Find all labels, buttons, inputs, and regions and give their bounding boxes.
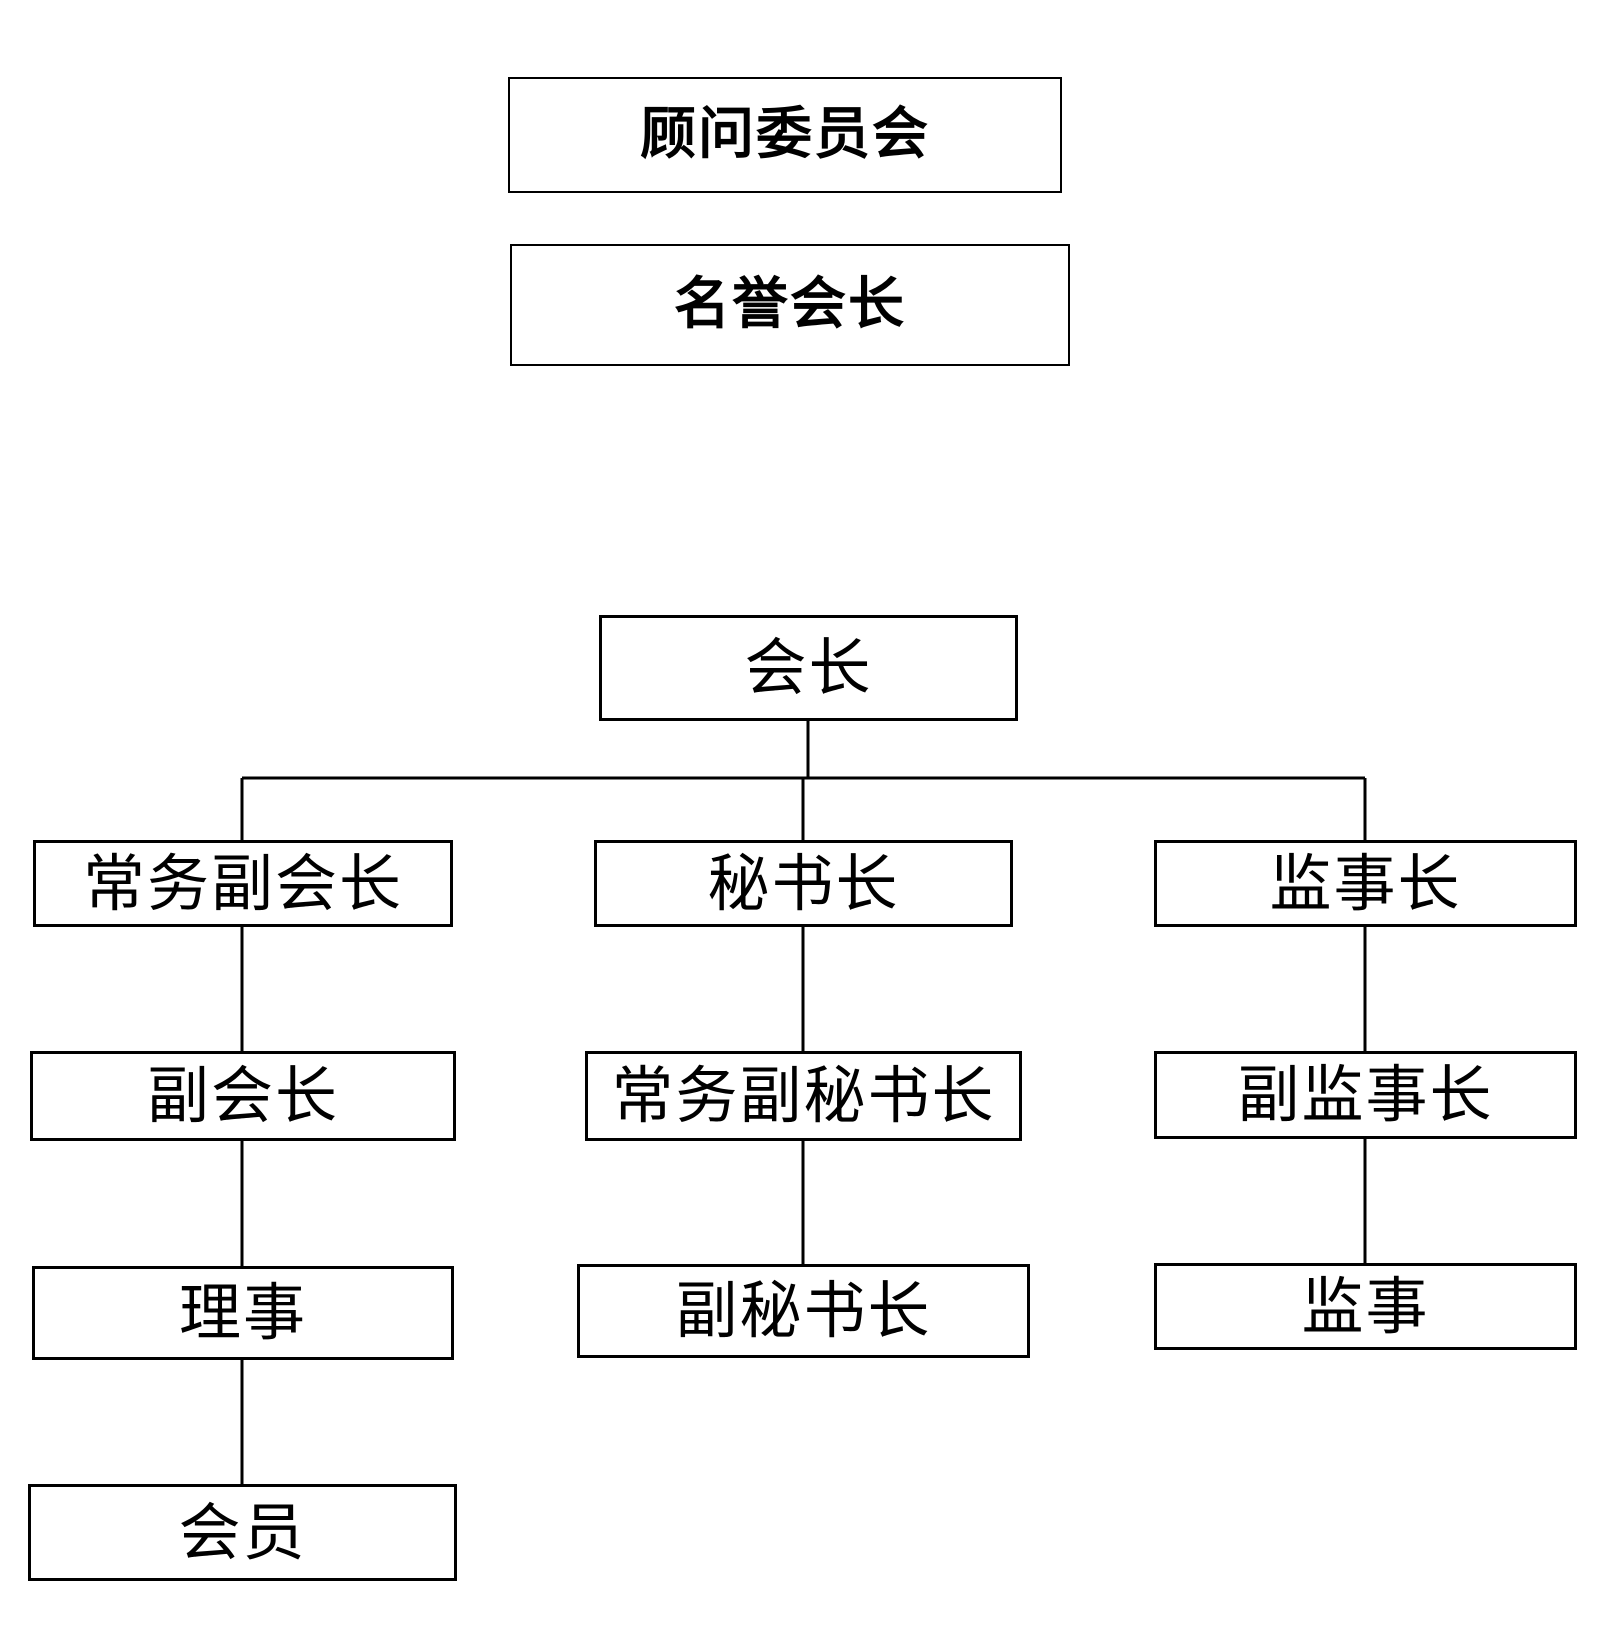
supervisor-label: 监事 [1301, 1269, 1430, 1343]
secretary-general-label: 秘书长 [707, 846, 900, 920]
deputy-secretary-general-box: 副秘书长 [577, 1264, 1030, 1358]
deputy-secretary-general-label: 副秘书长 [675, 1274, 932, 1347]
member-box: 会员 [28, 1484, 457, 1581]
director-label: 理事 [178, 1276, 307, 1349]
director-box: 理事 [32, 1266, 454, 1360]
executive-vice-president-label: 常务副会长 [82, 846, 403, 920]
executive-deputy-secretary-general-box: 常务副秘书长 [585, 1051, 1022, 1141]
president-label: 会长 [744, 631, 873, 704]
chief-supervisor-label: 监事长 [1269, 846, 1462, 920]
advisory-committee-box: 顾问委员会 [508, 77, 1062, 193]
member-label: 会员 [178, 1495, 307, 1569]
executive-vice-president-box: 常务副会长 [33, 840, 453, 927]
secretary-general-box: 秘书长 [594, 840, 1013, 927]
executive-deputy-secretary-general-label: 常务副秘书长 [611, 1059, 996, 1132]
advisory-committee-label: 顾问委员会 [640, 102, 930, 167]
supervisor-box: 监事 [1154, 1263, 1577, 1350]
president-box: 会长 [599, 615, 1018, 721]
vice-president-label: 副会长 [146, 1059, 339, 1132]
chief-supervisor-box: 监事长 [1154, 840, 1577, 927]
honorary-president-label: 名誉会长 [674, 272, 906, 337]
vice-president-box: 副会长 [30, 1051, 456, 1141]
deputy-chief-supervisor-box: 副监事长 [1154, 1051, 1577, 1139]
honorary-president-box: 名誉会长 [510, 244, 1070, 366]
deputy-chief-supervisor-label: 副监事长 [1237, 1058, 1494, 1131]
